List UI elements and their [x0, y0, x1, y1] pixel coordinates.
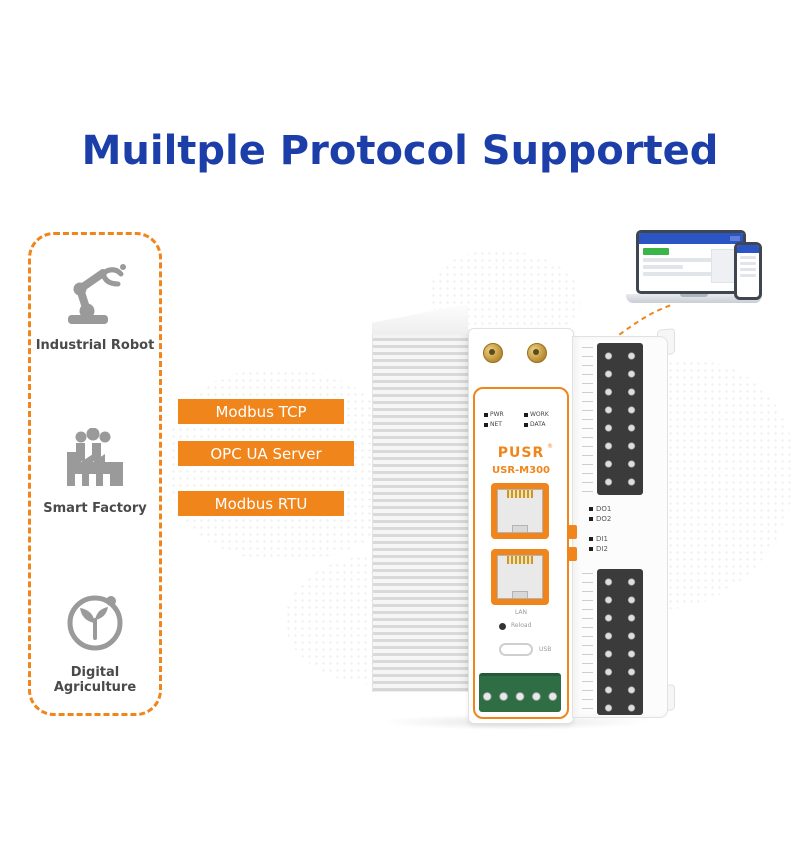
ethernet-port-1: [491, 483, 549, 539]
io-labels: DO1 DO2 DI1 DI2: [589, 505, 611, 553]
phone-text-line: [740, 274, 756, 277]
terminal-strip-top: [597, 343, 643, 495]
mounting-ear-top: [657, 328, 675, 356]
io-gap: [589, 525, 611, 533]
reload-label: Reload: [511, 622, 532, 629]
robot-arm-icon: [55, 251, 135, 331]
protocol-banner-modbus-rtu: Modbus RTU: [178, 491, 344, 516]
phone-text-line: [740, 268, 756, 271]
led-label: WORK: [524, 411, 558, 418]
reload-button-hole: [499, 623, 506, 630]
orange-clip: [568, 525, 577, 539]
power-terminal-block: [479, 673, 561, 712]
applications-panel: Industrial Robot Smart Factory: [28, 232, 162, 716]
io-label: DO1: [589, 505, 611, 513]
brand-logo: PUSR: [497, 445, 545, 461]
app-label: Digital Agriculture: [53, 665, 137, 695]
terminal-strip-bottom: [597, 569, 643, 715]
antenna-connector-2: [527, 343, 547, 363]
webui-text-line: [643, 272, 739, 276]
usb-port: [499, 643, 533, 656]
status-leds: PWR WORK NET DATA: [484, 411, 558, 428]
webui-text-line: [643, 265, 683, 269]
mounting-ear-bottom: [657, 684, 675, 712]
rj45-jack: [497, 555, 543, 599]
io-label: DI2: [589, 545, 611, 553]
gateway-device: PWR WORK NET DATA PUSR ® USR-M300 LAN Re…: [370, 298, 675, 728]
ethernet-port-2: [491, 549, 549, 605]
webui-green-badge: [643, 248, 669, 255]
app-industrial-robot: Industrial Robot: [35, 251, 155, 353]
app-smart-factory: Smart Factory: [35, 427, 155, 516]
lan-label: LAN: [514, 609, 528, 616]
webui-text-line: [643, 258, 739, 262]
phone: [734, 242, 762, 300]
sprout-icon: [63, 590, 127, 658]
app-label: Smart Factory: [43, 500, 147, 516]
antenna-connector-1: [483, 343, 503, 363]
io-label: DI1: [589, 535, 611, 543]
rj45-jack: [497, 489, 543, 533]
protocol-banner-modbus-tcp: Modbus TCP: [178, 399, 344, 424]
page-title: Muiltple Protocol Supported: [81, 128, 719, 174]
webui-header-bar: [639, 233, 743, 244]
led-label: DATA: [524, 421, 558, 428]
io-label: DO2: [589, 515, 611, 523]
led-label: NET: [484, 421, 518, 428]
led-label: PWR: [484, 411, 518, 418]
laptop-screen: [636, 230, 746, 294]
device-top: [372, 304, 468, 338]
protocol-banner-opc-ua-server: OPC UA Server: [178, 441, 354, 466]
registered-mark: ®: [547, 443, 553, 450]
usb-label: USB: [539, 646, 552, 653]
phone-text-line: [740, 256, 756, 259]
factory-icon: [59, 427, 131, 494]
heatsink-fins: [372, 334, 469, 692]
pin-labels-top: [582, 347, 593, 493]
front-panel: PWR WORK NET DATA PUSR ® USR-M300 LAN Re…: [468, 328, 574, 724]
model-label: USR-M300: [492, 465, 550, 476]
app-digital-agriculture: Digital Agriculture: [35, 590, 155, 695]
remote-monitoring-devices: [626, 230, 768, 316]
orange-clip: [568, 547, 577, 561]
phone-app-header: [737, 245, 759, 253]
laptop-base: [626, 294, 762, 303]
pin-labels-bottom: [582, 573, 593, 713]
phone-text-line: [740, 262, 756, 265]
app-label: Industrial Robot: [35, 338, 155, 353]
io-panel: DO1 DO2 DI1 DI2: [568, 328, 675, 718]
